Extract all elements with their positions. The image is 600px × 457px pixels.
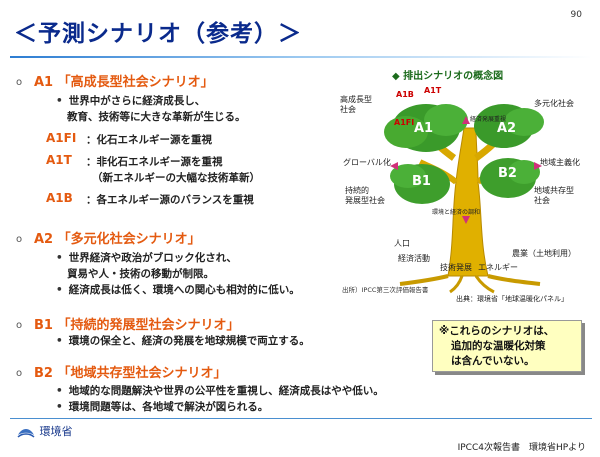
section-a1-line-2: 教育、技術等に大きな革新が生じる。 — [67, 111, 246, 123]
a1t-code: A1T — [46, 153, 72, 167]
leaf-a2: A2 — [497, 121, 517, 136]
section-b2-line-1: •地域的な問題解決や世界の公平性を重視し、経済成長はやや低い。 — [56, 385, 384, 397]
a1t-desc-note: （新エネルギーの大幅な技術革新） — [92, 172, 260, 184]
a1t-desc: ：非化石エネルギー源を重視 — [86, 156, 223, 168]
label-env-harmony: 環境と経済の調和 — [432, 209, 481, 216]
footer-divider — [10, 418, 592, 419]
title-divider — [10, 56, 592, 58]
a1b-desc: ：各エネルギー源のバランスを重視 — [86, 194, 254, 206]
a1b-code: A1B — [46, 191, 73, 205]
label-tech-dev: 技術発展 — [440, 263, 472, 272]
a1fi-code: A1FI — [46, 131, 77, 145]
ministry-emblem-icon — [17, 429, 35, 438]
ministry-logo: 環境省 — [16, 423, 73, 439]
label-regionalization: 地域主義化 — [540, 158, 580, 167]
page-number: 90 — [570, 10, 582, 20]
leaf-b2: B2 — [498, 166, 517, 181]
label-economic-activity: 経済活動 — [398, 254, 430, 263]
section-a2-heading: A2 「多元化社会シナリオ」 — [34, 232, 201, 247]
footer-source: IPCC4次報告書 環境省HPより — [457, 443, 586, 453]
diagram-title: ◆ 排出シナリオの概念図 — [392, 71, 504, 82]
section-a2-line-1: •世界経済や政治がブロック化され、 — [56, 252, 237, 264]
note-line-3: は含んでいない。 — [451, 355, 535, 367]
section-b2-line-2: •環境問題等は、各地域で解決が図られる。 — [56, 401, 269, 413]
section-bullet: o — [16, 368, 23, 379]
section-a2-line-3: •経済成長は低く、環境への関心も相対的に低い。 — [56, 284, 300, 296]
note-line-1: ※これらのシナリオは、 — [439, 325, 555, 337]
section-a2-line-2: 貿易や人・技術の移動が制限。 — [67, 268, 214, 280]
scenario-tree-diagram — [336, 62, 588, 294]
leaf-code-a1fi: A1FI — [394, 118, 415, 127]
label-regional: 地域共存型 社会 — [534, 186, 574, 205]
leaf-b1: B1 — [412, 174, 431, 189]
a1fi-desc: ：化石エネルギー源を重視 — [86, 134, 212, 146]
section-bullet: o — [16, 234, 23, 245]
label-energy: エネルギー — [478, 263, 518, 272]
section-b1-line-1: •環境の保全と、経済の発展を地球規模で両立する。 — [56, 335, 310, 347]
note-box: ※これらのシナリオは、 追加的な温暖化対策 は含んでいない。 — [432, 320, 582, 372]
section-bullet: o — [16, 77, 23, 88]
section-b2-heading: B2 「地域共存型社会シナリオ」 — [34, 366, 227, 381]
label-diversified: 多元化社会 — [534, 99, 574, 108]
section-b1-heading: B1 「持続的発展型社会シナリオ」 — [34, 318, 240, 333]
ministry-name: 環境省 — [39, 425, 73, 438]
leaf-code-a1b: A1B — [396, 90, 414, 99]
label-population: 人口 — [394, 239, 410, 248]
diagram-source-moe: 出典：環境省「地球温暖化パネル」 — [456, 295, 568, 303]
section-bullet: o — [16, 320, 23, 331]
leaf-code-a1t: A1T — [424, 86, 442, 95]
label-globalization: グローバル化 — [343, 158, 391, 167]
label-econ-focus: 経済発展重視 — [470, 116, 507, 123]
label-high-growth: 高成長型 社会 — [340, 95, 372, 114]
note-line-2: 追加的な温暖化対策 — [451, 340, 546, 352]
leaf-a1: A1 — [414, 121, 434, 136]
section-a1-line-1: •世界中がさらに経済成長し、 — [56, 95, 206, 107]
label-agriculture: 農業（土地利用） — [512, 249, 576, 258]
diagram-source-ipcc: 出所）IPCC第三次評価報告書 — [342, 286, 429, 294]
label-sustainable: 持続的 発展型社会 — [345, 186, 385, 205]
page-title: ＜予測シナリオ（参考）＞ — [14, 21, 302, 47]
section-a1-heading: A1 「高成長型社会シナリオ」 — [34, 75, 214, 90]
